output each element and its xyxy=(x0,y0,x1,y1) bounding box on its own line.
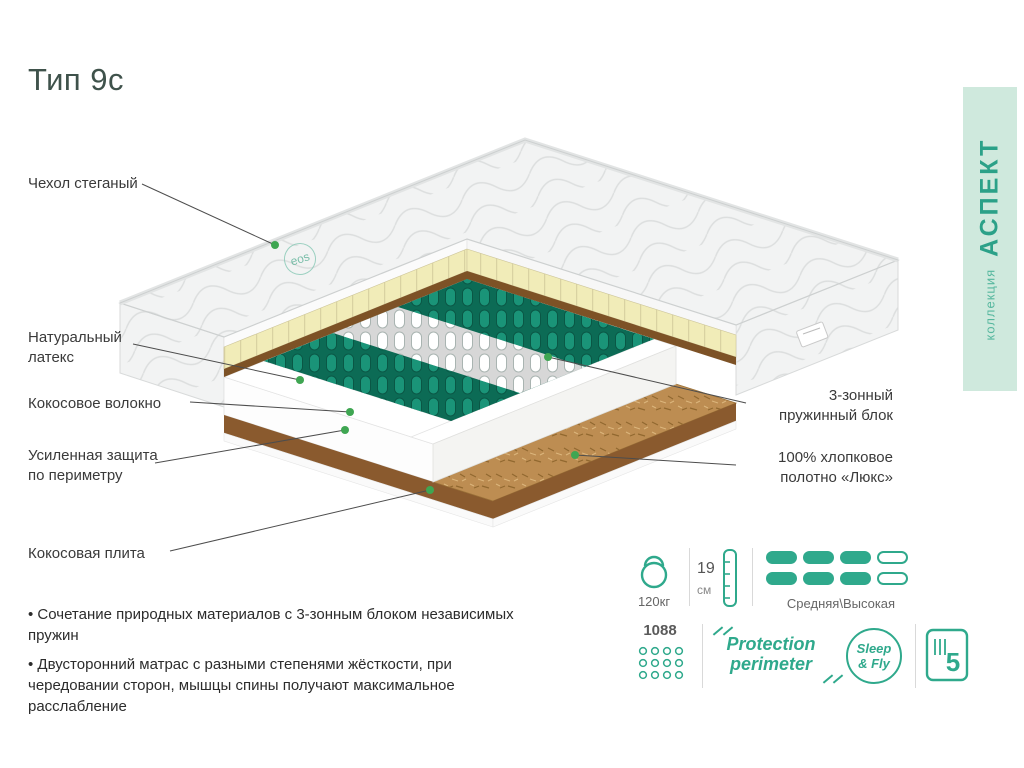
bullet-2: • Двусторонний матрас с разными степеням… xyxy=(28,656,455,715)
firmness-label: Средняя\Высокая xyxy=(786,596,896,611)
brand-line2: & Fly xyxy=(858,656,890,671)
callout-fiber-label: Кокосовое волокно xyxy=(28,395,162,412)
firmness-pill xyxy=(766,551,797,564)
divider xyxy=(702,624,703,688)
collection-banner-text: коллекция АСПЕКТ xyxy=(976,138,1005,341)
bullet-1: • Сочетание природных материалов с 3-зон… xyxy=(28,606,514,644)
callout-latex-line2: латекс xyxy=(28,349,75,366)
firmness-pill xyxy=(803,551,834,564)
collection-name: АСПЕКТ xyxy=(975,137,1004,257)
sleep-and-fly-logo: Sleep & Fly xyxy=(846,628,902,684)
callout-dot xyxy=(571,451,579,459)
firmness-scale-bottom xyxy=(766,572,908,585)
coconut-plate-front-edge xyxy=(493,403,736,519)
eos-watermark-text: eos xyxy=(288,249,312,269)
firmness-pill xyxy=(877,551,908,564)
protection-perimeter-badge: Protection perimeter xyxy=(706,626,844,684)
callout-dot xyxy=(341,426,349,434)
cover-border-seam-line xyxy=(119,139,899,304)
firmness-pill xyxy=(840,551,871,564)
callout-dot xyxy=(426,486,434,494)
springs-count-value: 1088 xyxy=(643,622,677,639)
callout-cotton-line1: 100% хлопковое xyxy=(778,449,893,466)
bottom-cover-front-edge xyxy=(492,420,737,528)
callout-dot xyxy=(271,241,279,249)
callout-springs-line2: пружинный блок xyxy=(778,407,893,424)
height-unit: см xyxy=(697,583,712,597)
firmness-pill xyxy=(840,572,871,585)
callout-dot xyxy=(346,408,354,416)
callout-perimeter-line1: Усиленная защита xyxy=(28,447,158,464)
callout-perimeter-line2: по периметру xyxy=(28,467,123,484)
fiber-cut-edge-back xyxy=(224,271,467,377)
callout-cover-label: Чехол стеганый xyxy=(28,175,138,192)
callout-perimeter-label: Усиленная защита по периметру xyxy=(28,446,158,486)
protection-line2: perimeter xyxy=(729,654,813,674)
firmness-scale-top xyxy=(766,551,908,564)
page-title: Тип 9с xyxy=(28,62,125,97)
callout-latex-label: Натуральный латекс xyxy=(28,328,122,368)
height-ruler-icon xyxy=(723,549,737,607)
warranty-icon: 5 xyxy=(925,628,969,682)
firmness-pill xyxy=(877,572,908,585)
callout-plate-label: Кокосовая плита xyxy=(28,545,145,562)
callout-dot xyxy=(544,353,552,361)
callout-cotton-line2: полотно «Люкс» xyxy=(780,469,893,486)
brand-line1: Sleep xyxy=(856,641,892,656)
weight-limit-value: 120кг xyxy=(637,594,671,609)
callout-springs-label: 3-зонный пружинный блок xyxy=(779,386,893,426)
perimeter-wall-front-face xyxy=(432,345,677,483)
warranty-years: 5 xyxy=(946,647,960,677)
weight-kettlebell-icon xyxy=(640,555,668,589)
height-value: 19 xyxy=(697,560,715,577)
callout-cotton-label: 100% хлопковое полотно «Люкс» xyxy=(778,448,893,488)
callout-springs-line1: 3-зонный xyxy=(828,387,893,404)
label-tag-line xyxy=(802,327,821,335)
callout-dot xyxy=(296,376,304,384)
callout-latex-line1: Натуральный xyxy=(28,329,122,346)
plate-outer-edge xyxy=(224,415,493,519)
divider xyxy=(689,548,690,606)
callout-dots xyxy=(271,241,579,494)
protection-line1: Protection xyxy=(726,634,816,654)
springs-count-icon xyxy=(638,646,684,680)
callout-leaders xyxy=(132,183,747,552)
description-bullets: • Сочетание природных материалов с 3-зон… xyxy=(28,604,514,725)
collection-word: коллекция xyxy=(982,268,998,341)
spring-zone-white-springs xyxy=(333,307,585,393)
divider xyxy=(915,624,916,688)
divider xyxy=(752,548,753,606)
fiber-cut-edge-right xyxy=(467,271,736,365)
firmness-pill xyxy=(803,572,834,585)
collection-banner: коллекция АСПЕКТ xyxy=(963,87,1017,391)
firmness-pill xyxy=(766,572,797,585)
